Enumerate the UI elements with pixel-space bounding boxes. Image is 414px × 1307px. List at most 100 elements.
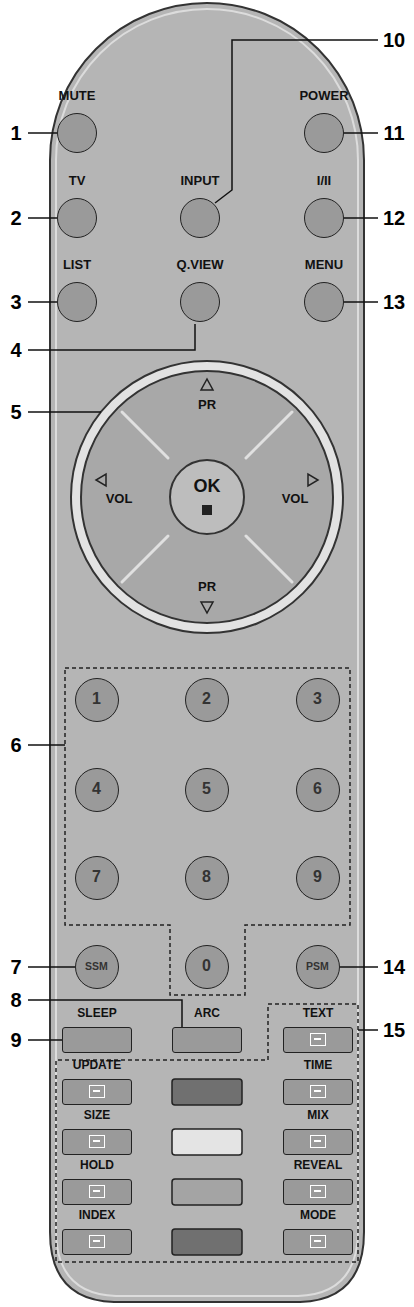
leader-lines bbox=[28, 40, 378, 1040]
button-label: 2 bbox=[186, 691, 227, 707]
remote-body bbox=[50, 3, 364, 1302]
number-button: 4 bbox=[75, 768, 119, 812]
arrow-down bbox=[201, 602, 213, 613]
callout-number: 7 bbox=[0, 957, 32, 977]
number-button: 7 bbox=[75, 856, 119, 900]
nav-label: PR bbox=[187, 398, 227, 411]
teletext-group-outline bbox=[56, 1004, 358, 1262]
button-label: TV bbox=[37, 174, 117, 187]
button-shape bbox=[62, 1179, 132, 1205]
button-shape bbox=[283, 1179, 353, 1205]
arrow-right bbox=[308, 474, 318, 486]
dashed-groups bbox=[56, 668, 358, 1262]
button-label: 9 bbox=[297, 869, 338, 885]
round-button: I/II bbox=[284, 172, 364, 238]
button-label: TIME bbox=[278, 1059, 358, 1071]
rect-button: MIX bbox=[278, 1107, 358, 1155]
round-button: LIST bbox=[37, 256, 117, 322]
colour-key bbox=[172, 1079, 242, 1105]
button-shape bbox=[283, 1129, 353, 1155]
teletext-icon-mark bbox=[314, 1240, 321, 1242]
rect-button: TIME bbox=[278, 1057, 358, 1105]
button-shape bbox=[283, 1027, 353, 1053]
button-label: 4 bbox=[76, 781, 117, 797]
button-shape bbox=[57, 113, 97, 153]
button-label: 5 bbox=[186, 781, 227, 797]
button-label: OK bbox=[171, 477, 243, 495]
number-button: 3 bbox=[296, 678, 340, 722]
button-shape bbox=[62, 1229, 132, 1255]
button-label: SIZE bbox=[57, 1109, 137, 1121]
ok-button: OK bbox=[169, 459, 245, 535]
round-button: Q.VIEW bbox=[160, 256, 240, 322]
callout-number: 9 bbox=[0, 1030, 32, 1050]
rect-button: TEXT bbox=[278, 1005, 358, 1053]
button-label: SLEEP bbox=[57, 1007, 137, 1019]
teletext-icon bbox=[89, 1085, 105, 1098]
leader-line bbox=[28, 132, 57, 134]
nav-diagonals bbox=[122, 412, 292, 582]
teletext-icon-mark bbox=[314, 1038, 321, 1040]
leader-line bbox=[28, 411, 101, 413]
button-label: 8 bbox=[186, 869, 227, 885]
teletext-icon bbox=[310, 1235, 326, 1248]
button-label: 1 bbox=[76, 691, 117, 707]
rect-button: INDEX bbox=[57, 1207, 137, 1255]
button-shape bbox=[172, 1027, 242, 1053]
number-button: 1 bbox=[75, 678, 119, 722]
button-shape bbox=[57, 198, 97, 238]
nav-arrows bbox=[96, 379, 318, 613]
nav-diagonal bbox=[246, 412, 292, 458]
number-button: 2 bbox=[185, 678, 229, 722]
button-label: MIX bbox=[278, 1109, 358, 1121]
rect-button: UPDATE bbox=[57, 1057, 137, 1105]
leader-line bbox=[28, 301, 57, 303]
rect-button: HOLD bbox=[57, 1157, 137, 1205]
number-button: 9 bbox=[296, 856, 340, 900]
button-shape bbox=[62, 1129, 132, 1155]
button-label: INDEX bbox=[57, 1209, 137, 1221]
button-shape bbox=[304, 282, 344, 322]
leader-line bbox=[358, 1029, 378, 1031]
callout-number: 1 bbox=[0, 123, 32, 143]
colour-key bbox=[172, 1179, 242, 1205]
leader-line bbox=[28, 324, 195, 350]
round-button: INPUT bbox=[160, 172, 240, 238]
number-button: 0 bbox=[185, 945, 229, 989]
nav-label: PR bbox=[187, 580, 227, 593]
button-shape bbox=[283, 1079, 353, 1105]
number-button: PSM bbox=[296, 945, 340, 989]
button-label: HOLD bbox=[57, 1159, 137, 1171]
arrow-left bbox=[96, 474, 106, 486]
leader-line bbox=[215, 40, 378, 203]
nav-ring-inner bbox=[81, 371, 333, 623]
arrow-up bbox=[201, 379, 213, 390]
stop-square bbox=[202, 505, 212, 515]
callout-number: 12 bbox=[378, 208, 410, 228]
callout-number: 15 bbox=[378, 1020, 410, 1040]
nav-ring: PRVOLVOLPROK bbox=[75, 365, 339, 629]
leader-line bbox=[28, 744, 65, 746]
button-shape bbox=[283, 1229, 353, 1255]
teletext-icon-mark bbox=[93, 1190, 100, 1192]
button-label: LIST bbox=[37, 258, 117, 271]
button-label: 0 bbox=[186, 958, 227, 974]
button-label: UPDATE bbox=[57, 1059, 137, 1071]
callout-number: 6 bbox=[0, 735, 32, 755]
button-shape bbox=[304, 113, 344, 153]
button-shape bbox=[62, 1079, 132, 1105]
colour-key bbox=[172, 1229, 242, 1255]
callout-number: 4 bbox=[0, 340, 32, 360]
button-shape bbox=[62, 1027, 132, 1053]
teletext-icon-mark bbox=[314, 1190, 321, 1192]
nav-label: VOL bbox=[99, 492, 139, 505]
round-button: POWER bbox=[284, 87, 364, 153]
callout-number: 8 bbox=[0, 990, 32, 1010]
leader-line bbox=[344, 132, 378, 134]
button-label: 7 bbox=[76, 869, 117, 885]
teletext-icon bbox=[310, 1085, 326, 1098]
rect-button: SIZE bbox=[57, 1107, 137, 1155]
rect-button: REVEAL bbox=[278, 1157, 358, 1205]
